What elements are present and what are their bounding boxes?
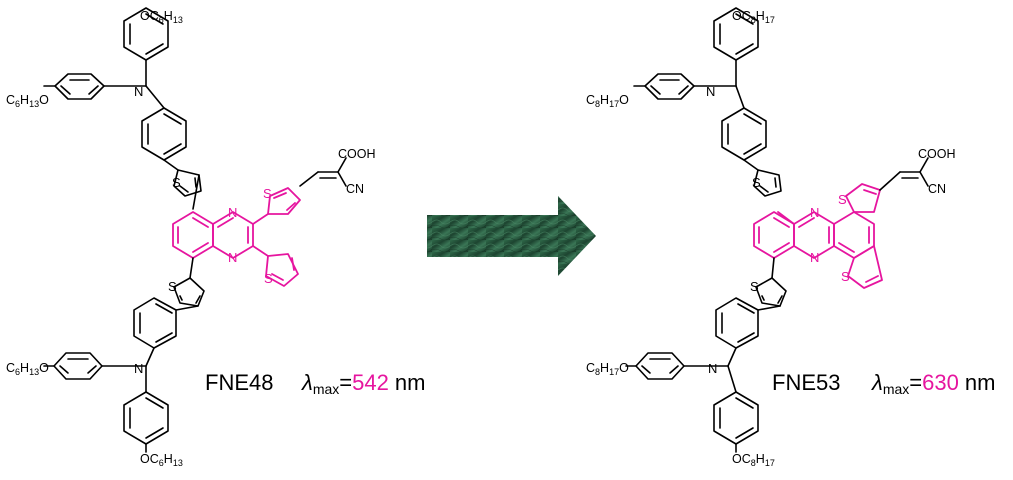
fne53-name: FNE53 — [772, 370, 840, 395]
fne53-alkoxy-bottom: OC8H17 — [732, 452, 775, 468]
fne48-sulfur-acceptor-1: S — [263, 186, 272, 201]
fne48-sulfur-acceptor-2: S — [264, 271, 273, 286]
fne48-name: FNE48 — [205, 370, 273, 395]
molecule-fne48: S OC6H13 C6H13O N N N S — [6, 7, 425, 468]
transform-arrow — [427, 196, 596, 276]
fne53-lambda-value: 630 — [922, 370, 959, 395]
fne53-nitrogen-top: N — [706, 84, 715, 99]
fne53-sulfur-acceptor-2: S — [841, 269, 850, 284]
fne48-alkoxy-top: OC6H13 — [140, 9, 183, 25]
fne48-nitrogen-top: N — [134, 84, 143, 99]
fne53-cyanoacrylic-acid: COOH CN — [879, 147, 956, 196]
fne53-nitrile-label: CN — [928, 182, 946, 196]
fne48-top-donor: S OC6H13 C6H13O N — [6, 7, 202, 210]
fne48-sulfur-bottom: S — [168, 279, 177, 294]
molecule-fne53: S OC8H17 C8H17O N N N S — [586, 7, 995, 468]
fne53-bottom-donor: S N C8H17O OC8H17 — [586, 257, 787, 468]
fne48-alkoxy-bottom: OC6H13 — [140, 452, 183, 468]
fne53-alkoxy-bottom-left: C8H17O — [586, 361, 629, 377]
fne48-sulfur-top: S — [172, 175, 181, 190]
fne48-nitrile-label: CN — [346, 182, 364, 196]
fne48-cyanoacrylic-acid: COOH CN — [299, 147, 376, 196]
fne48-lambda-value: 542 — [352, 370, 389, 395]
fne53-sulfur-top: S — [752, 175, 761, 190]
fne48-alkoxy-bottom-left: C6H13O — [6, 361, 49, 377]
fne48-acid-label: COOH — [338, 147, 376, 161]
fne53-nitrogen-1: N — [810, 205, 819, 220]
fne53-top-donor: S OC8H17 C8H17O N — [586, 7, 782, 197]
fne53-alkoxy-top: OC8H17 — [732, 9, 775, 25]
fne53-nitrogen-bottom: N — [708, 361, 717, 376]
fne53-alkoxy-left: C8H17O — [586, 93, 629, 109]
fne48-alkoxy-left: C6H13O — [6, 93, 49, 109]
fne48-quinoxaline-core: N N S S — [172, 186, 301, 287]
fne48-nitrogen-1: N — [228, 205, 237, 220]
fne53-nitrogen-2: N — [810, 250, 819, 265]
fne53-acid-label: COOH — [918, 147, 956, 161]
fne48-nitrogen-bottom: N — [134, 361, 143, 376]
fne53-fused-core: N N S S — [753, 183, 883, 289]
fne48-nitrogen-2: N — [228, 250, 237, 265]
fne48-bottom-donor: S N C6H13O OC6H13 — [6, 257, 205, 468]
fne53-sulfur-bottom: S — [750, 279, 759, 294]
fne53-sulfur-acceptor-1: S — [838, 192, 847, 207]
